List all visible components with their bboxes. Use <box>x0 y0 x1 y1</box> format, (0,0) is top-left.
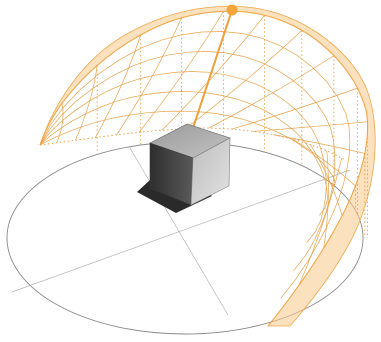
latitude-line <box>39 110 336 188</box>
hour-line <box>74 65 98 141</box>
cube-right-face <box>190 137 231 206</box>
sun-icon <box>226 4 238 16</box>
hour-line <box>253 121 368 132</box>
sky-band-hour-lines <box>39 11 368 299</box>
hour-line <box>185 30 303 129</box>
hour-line <box>292 138 356 187</box>
hour-line <box>323 150 329 248</box>
sky-band-upper-rim <box>39 10 369 327</box>
hour-line <box>273 134 365 154</box>
latitude-line <box>39 51 336 271</box>
building-cube-icon <box>149 123 231 206</box>
hour-line <box>310 144 343 216</box>
hour-line <box>231 87 358 130</box>
hour-line <box>95 34 142 138</box>
hour-line <box>161 15 265 131</box>
latitude-line <box>39 91 328 216</box>
latitude-line <box>39 31 351 299</box>
sky-band-projection-lines <box>96 11 368 238</box>
hour-line <box>298 158 343 285</box>
hour-line <box>56 103 64 143</box>
hour-line <box>208 55 335 129</box>
hour-line <box>116 17 182 136</box>
sun-ray <box>192 9 233 129</box>
ground-axis-east-west <box>11 169 351 293</box>
